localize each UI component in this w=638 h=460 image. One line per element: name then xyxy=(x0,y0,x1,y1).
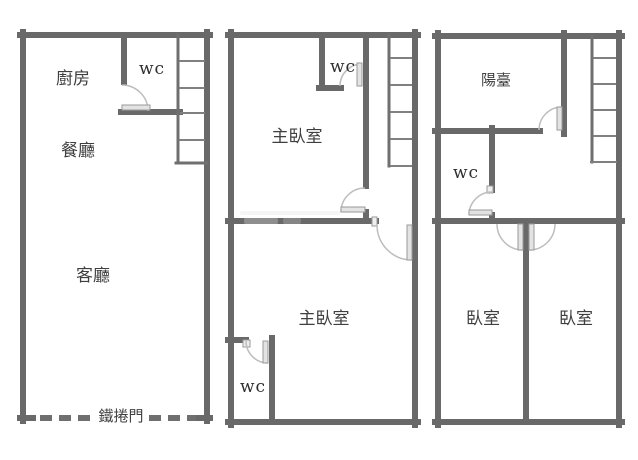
room-label-wc-lower: wc xyxy=(240,377,266,397)
room-label-bedroom-right: 臥室 xyxy=(559,309,593,328)
room-label-kitchen: 廚房 xyxy=(56,68,90,88)
room-label-wc: wc xyxy=(453,163,479,183)
room-label-wc: wc xyxy=(139,59,165,79)
door-leaf xyxy=(121,104,151,111)
room-label-dining: 餐廳 xyxy=(61,141,95,160)
staircase xyxy=(174,33,209,165)
floor3-plan: 陽臺 wc 臥室 臥室 xyxy=(432,30,625,428)
room-label-balcony: 陽臺 xyxy=(481,72,511,89)
roller-door-label: 鐵捲門 xyxy=(98,407,143,425)
room-label-master-upper: 主臥室 xyxy=(272,127,323,146)
door-leaf xyxy=(556,106,563,131)
door-leaf xyxy=(356,62,363,87)
door-arc xyxy=(376,224,413,261)
floor2-plan: wc 主臥室 主臥室 wc xyxy=(225,29,421,428)
room-label-bedroom-left: 臥室 xyxy=(466,309,500,328)
staircase xyxy=(387,33,412,168)
door-leaf xyxy=(340,206,366,213)
room-label-master-lower: 主臥室 xyxy=(299,309,350,328)
door-leaf xyxy=(406,224,413,261)
staircase xyxy=(590,34,617,164)
door-jamb xyxy=(371,216,378,227)
door-leaf xyxy=(468,209,493,216)
room-label-living: 客廳 xyxy=(76,266,110,285)
door-leaf xyxy=(262,340,269,364)
room-label-wc-upper: wc xyxy=(330,57,356,77)
door-jamb xyxy=(486,185,494,194)
watermark-remnant xyxy=(240,211,340,225)
floor1-plan: 廚房 wc 餐廳 客廳 鐵捲門 xyxy=(17,29,213,425)
door-leaf xyxy=(517,223,524,251)
door-leaf xyxy=(528,223,535,251)
